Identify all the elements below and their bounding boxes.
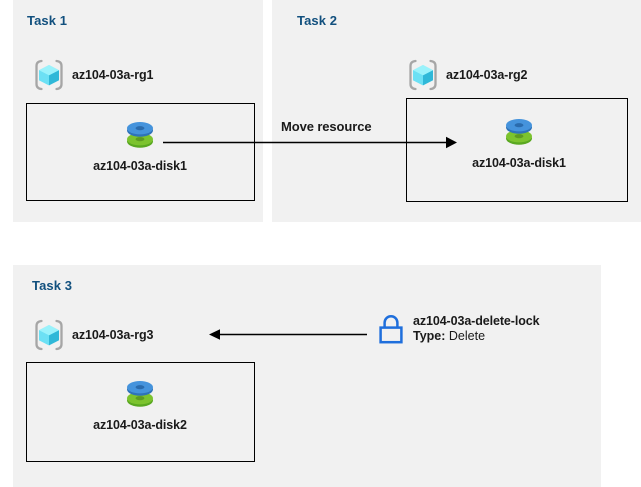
- managed-disk-icon: [120, 115, 160, 155]
- panel-task-3: [13, 265, 601, 487]
- resource-container-task-1: [26, 103, 255, 201]
- resource-group-icon: [406, 58, 440, 92]
- managed-disk-icon: [120, 374, 160, 414]
- panel-title-task-2: Task 2: [297, 13, 338, 28]
- resource-container-task-3: [26, 362, 255, 462]
- lock-to-rg3-arrow: [209, 329, 367, 340]
- resource-group-node-rg1[interactable]: az104-03a-rg1: [32, 58, 153, 92]
- managed-disk-icon: [499, 112, 539, 152]
- resource-group-node-rg3[interactable]: az104-03a-rg3: [32, 318, 153, 352]
- resource-lock-node[interactable]: az104-03a-delete-lock Type: Delete: [376, 313, 540, 347]
- panel-title-task-3: Task 3: [32, 278, 73, 293]
- resource-group-node-rg2[interactable]: az104-03a-rg2: [406, 58, 527, 92]
- resource-container-task-2: [406, 98, 628, 202]
- lock-text-block: az104-03a-delete-lock Type: Delete: [413, 313, 540, 344]
- resource-group-label: az104-03a-rg2: [446, 68, 528, 82]
- lock-type-label: Type:: [413, 329, 446, 343]
- lock-name: az104-03a-delete-lock: [413, 314, 540, 328]
- panel-task-1: [13, 0, 263, 222]
- disk-node-disk2-task3[interactable]: az104-03a-disk2: [80, 374, 200, 432]
- disk-label: az104-03a-disk1: [472, 156, 566, 170]
- panel-task-2: [272, 0, 641, 222]
- resource-group-icon: [32, 58, 66, 92]
- move-resource-arrow: [163, 136, 457, 149]
- disk-label: az104-03a-disk1: [93, 159, 187, 173]
- resource-group-label: az104-03a-rg1: [72, 68, 154, 82]
- panel-title-task-1: Task 1: [27, 13, 68, 28]
- resource-group-icon: [32, 318, 66, 352]
- lock-type-value: Delete: [448, 329, 486, 343]
- lock-icon: [376, 313, 406, 347]
- disk-node-disk1-task2[interactable]: az104-03a-disk1: [457, 112, 581, 170]
- disk-node-disk1-task1[interactable]: az104-03a-disk1: [80, 115, 200, 173]
- lock-type-row: Type: Delete: [413, 329, 539, 344]
- move-resource-label: Move resource: [281, 119, 372, 134]
- resource-group-label: az104-03a-rg3: [72, 328, 154, 342]
- disk-label: az104-03a-disk2: [93, 418, 187, 432]
